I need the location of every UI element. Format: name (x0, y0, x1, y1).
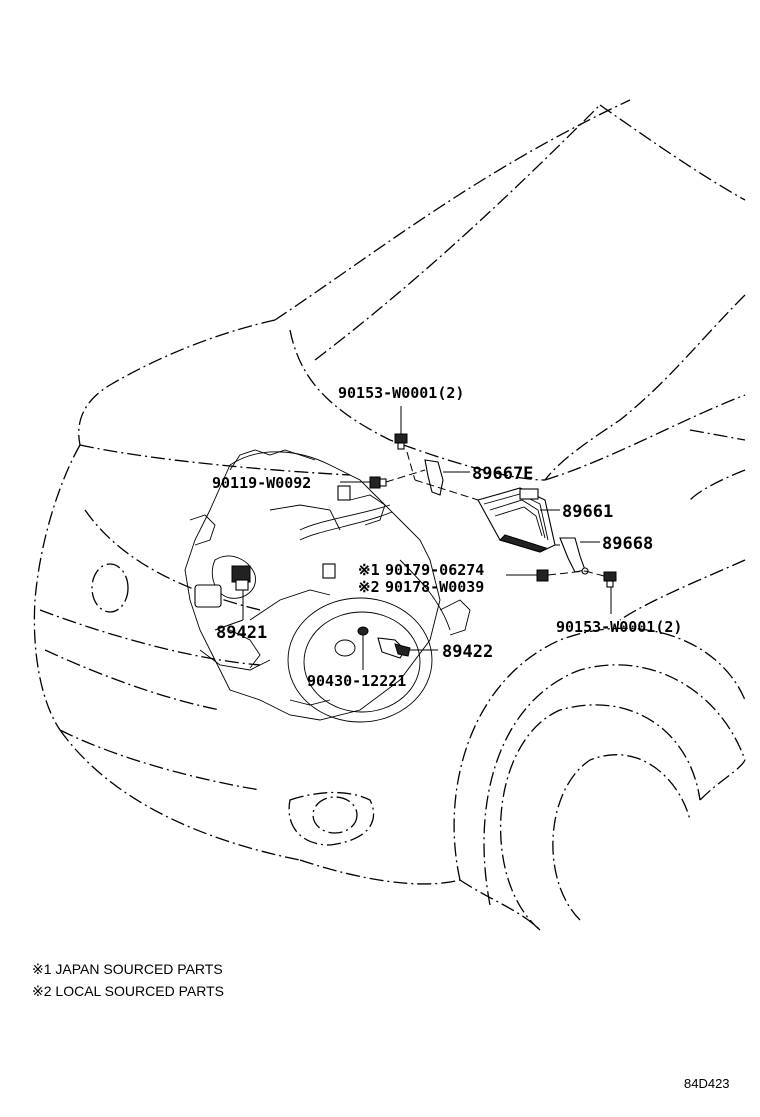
marker-japan: ※1 (358, 561, 380, 579)
note-local-sourced: ※2 LOCAL SOURCED PARTS (32, 983, 224, 999)
ecu-module (477, 487, 556, 553)
marker-local: ※2 (358, 578, 380, 596)
bolt-right (603, 571, 617, 588)
callout-bolt-left: 90119-W0092 (212, 474, 311, 492)
oring (357, 626, 369, 636)
leader-lines (214, 406, 612, 670)
callout-bolt-japan: 90179-06274 (385, 561, 484, 579)
vehicle-body-outline (33, 99, 746, 931)
callout-labels: 90153-W0001(2) 90119-W0092 89667E 89661 … (212, 384, 682, 690)
bolt-left (369, 476, 387, 489)
sensor-right (377, 637, 411, 659)
callout-bolt-top: 90153-W0001(2) (338, 384, 464, 402)
callout-ecu: 89661 (562, 502, 613, 522)
callout-oring: 90430-12221 (307, 672, 406, 690)
sensor-left (231, 565, 251, 591)
callout-bolt-local: 90178-W0039 (385, 578, 484, 596)
lower-bracket (559, 537, 586, 573)
diagram-code: 84D423 (684, 1076, 730, 1091)
callout-sensor-left: 89421 (216, 623, 267, 643)
engine-assembly (184, 449, 471, 723)
note-japan-sourced: ※1 JAPAN SOURCED PARTS (32, 961, 223, 977)
callout-bracket-upper: 89667E (472, 464, 533, 484)
nut-center (536, 569, 549, 582)
upper-bracket (424, 459, 444, 496)
bolt-top (394, 433, 408, 450)
callout-bolt-right: 90153-W0001(2) (556, 618, 682, 636)
callout-sensor-right: 89422 (442, 642, 493, 662)
callout-bracket-lower: 89668 (602, 534, 653, 554)
